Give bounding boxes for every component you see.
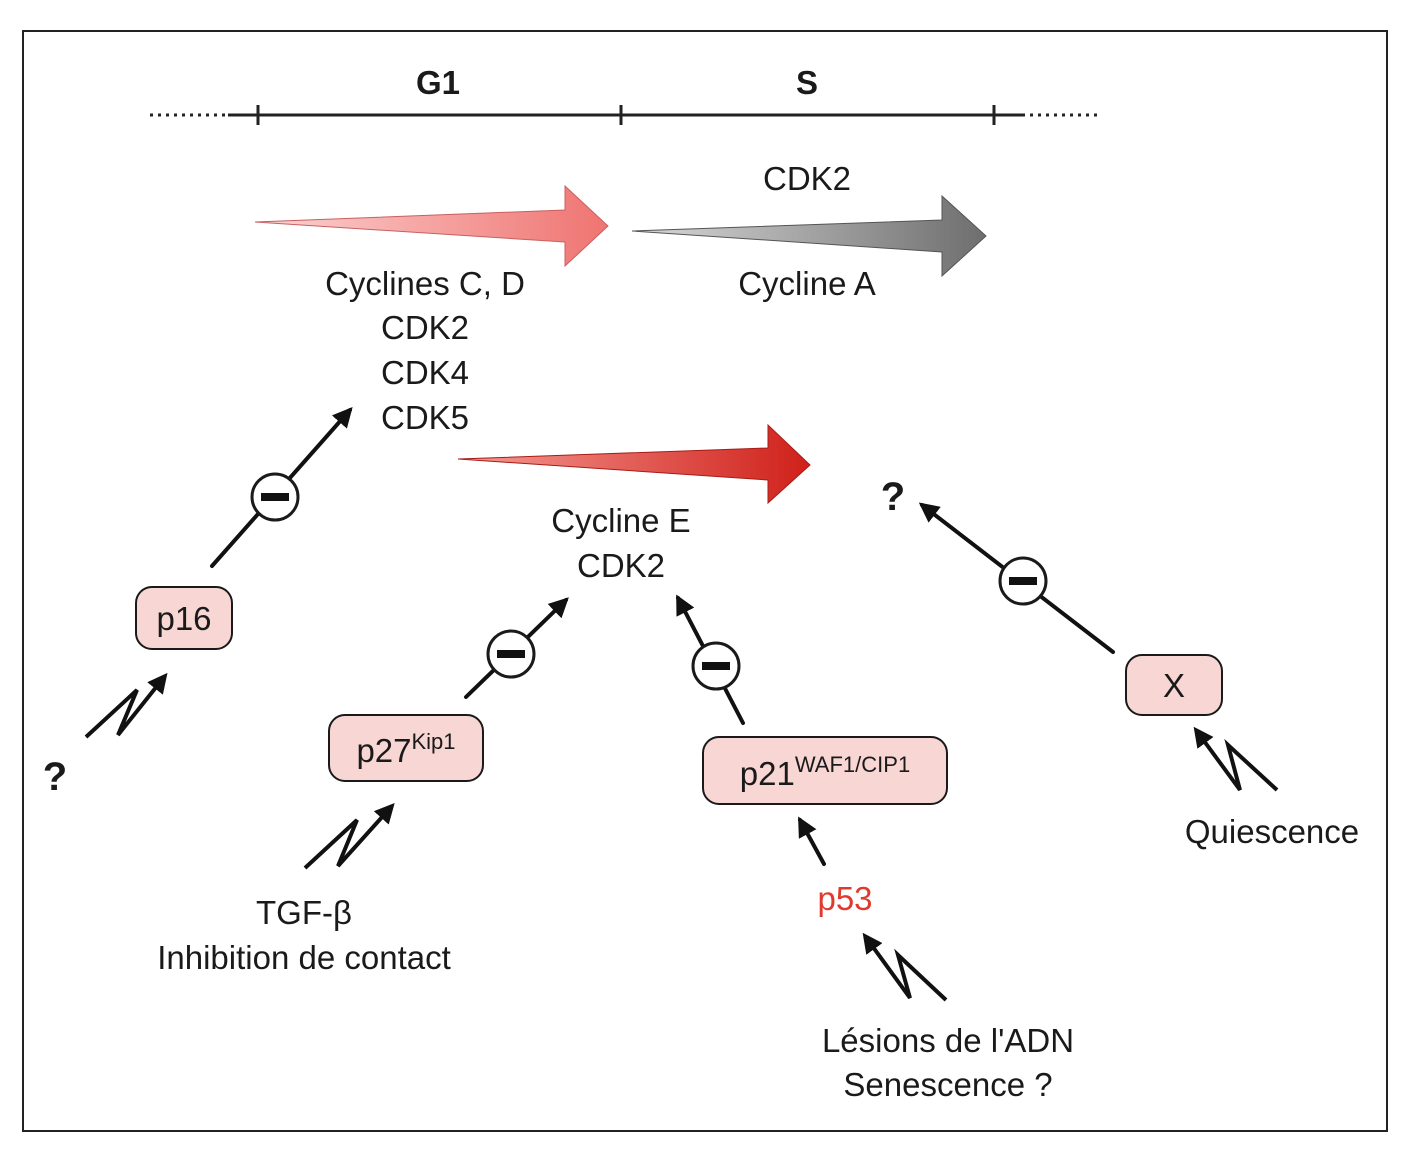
signal-zigzag-p27 — [303, 803, 395, 870]
question-mark-left: ? — [43, 755, 67, 799]
p53-label: p53 — [817, 880, 872, 917]
cdk2-e-label: CDK2 — [577, 547, 665, 584]
timeline: G1 S — [150, 64, 1100, 125]
p21-main: p21 — [740, 755, 795, 792]
cyclines-cd-label: Cyclines C, D — [325, 265, 525, 302]
p27-sup: Kip1 — [412, 729, 456, 754]
senescence-label: Senescence ? — [843, 1066, 1052, 1103]
signal-zigzag-x — [1193, 726, 1279, 792]
quiescence-label: Quiescence — [1185, 813, 1359, 850]
signal-zigzag-p53 — [862, 932, 948, 1002]
tgf-beta-label: TGF-β — [256, 894, 352, 931]
cdk5-label: CDK5 — [381, 399, 469, 436]
question-mark-right: ? — [881, 475, 905, 519]
diagram-frame — [22, 30, 1388, 1132]
p27-label: p27Kip1 — [356, 729, 455, 769]
dna-lesions-label: Lésions de l'ADN — [822, 1022, 1074, 1059]
cdk2-g1-label: CDK2 — [381, 309, 469, 346]
inhibit-symbol-x — [998, 556, 1048, 606]
cdk4-label: CDK4 — [381, 354, 469, 391]
p21-box — [702, 736, 948, 805]
arrow-cycline-e — [457, 423, 811, 505]
phase-s-label: S — [796, 64, 818, 101]
p21-label: p21WAF1/CIP1 — [740, 752, 910, 792]
arrow-g1-cyclines — [254, 184, 609, 268]
cycline-a-label: Cycline A — [738, 265, 876, 302]
signal-zigzag-p16 — [84, 672, 168, 739]
p27-box — [328, 714, 484, 782]
p21-sup: WAF1/CIP1 — [795, 752, 910, 777]
p53-to-p21-arrow — [798, 816, 826, 866]
p16-label: p16 — [156, 600, 211, 637]
contact-inhibition-label: Inhibition de contact — [157, 939, 451, 976]
inhibit-symbol-p16 — [250, 472, 300, 522]
inhibit-symbol-p21 — [691, 641, 741, 691]
p16-box — [135, 586, 233, 650]
inhibit-symbol-p27 — [486, 629, 536, 679]
x-box — [1125, 654, 1223, 716]
phase-g1-label: G1 — [416, 64, 460, 101]
arrow-s-cycline-a — [631, 194, 987, 278]
cdk2-top-label: CDK2 — [763, 160, 851, 197]
p27-main: p27 — [356, 732, 411, 769]
cycline-e-label: Cycline E — [551, 502, 690, 539]
x-label: X — [1163, 667, 1185, 704]
